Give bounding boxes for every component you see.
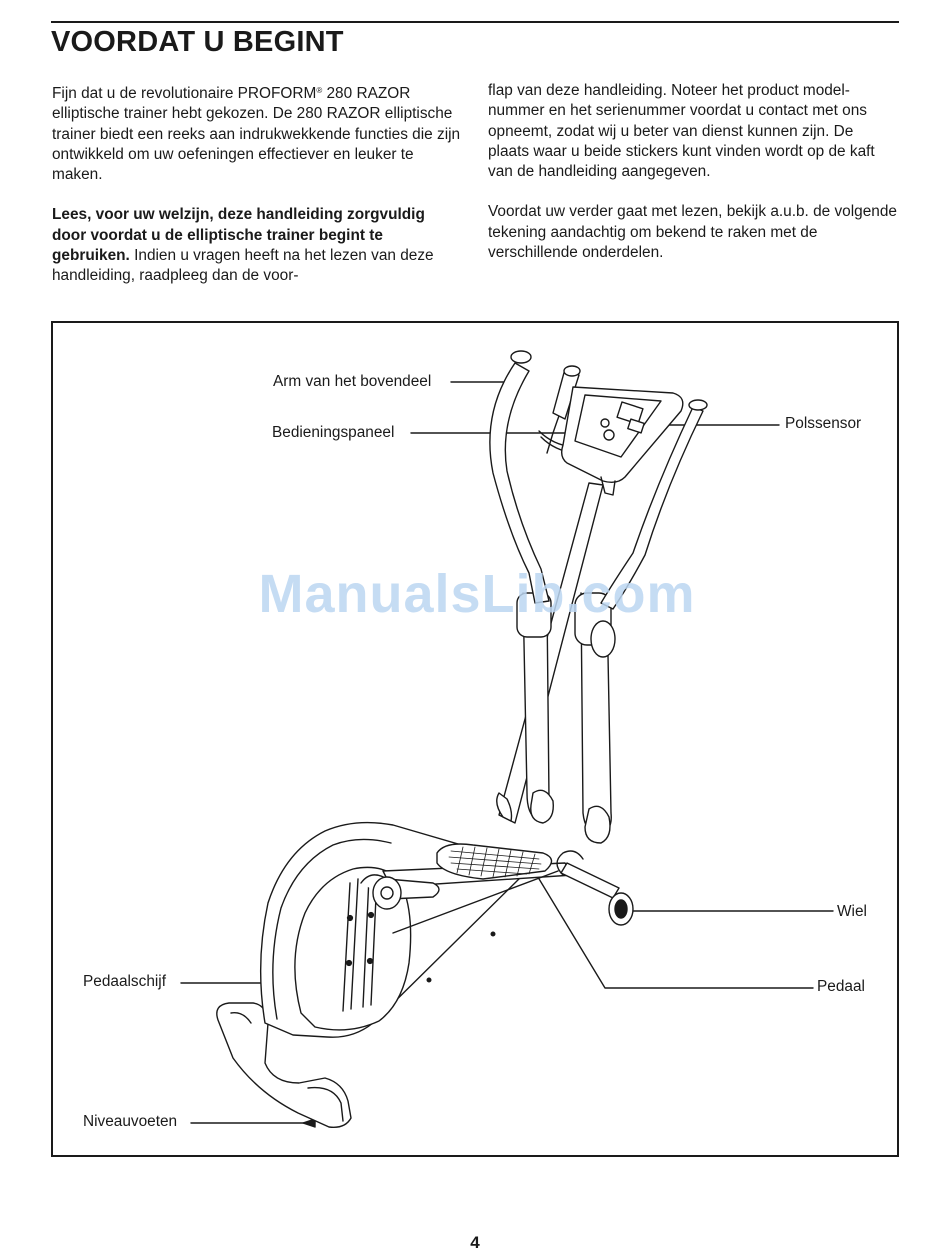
label-console: Bedieningspaneel [272,424,395,441]
page-number: 4 [470,1233,480,1252]
intro-paragraph-3: Voordat uw verder gaat met lezen, bekijk… [488,203,897,262]
label-pulse-sensor: Polssensor [785,415,862,432]
elliptical-trainer-illustration [180,350,834,1128]
intro-paragraph-1: Fijn dat u de revolutionaire PROFORM® 28… [52,81,462,185]
registered-mark: ® [316,86,323,95]
label-pedal: Pedaal [817,978,865,995]
label-wheel: Wiel [837,903,867,920]
top-rule [51,21,899,23]
intro-text: 280 RAZOR elliptische trainer hebt gekoz… [52,85,461,184]
text-column-left: Fijn dat u de revolutionaire PROFORM® 28… [52,81,462,307]
intro-text: Fijn dat u de revolutionaire PROFORM [52,85,317,102]
label-upper-arm: Arm van het bovendeel [273,373,432,390]
intro-paragraph-2-start: Lees, voor uw welzijn, deze handleiding … [52,205,462,286]
label-leveling-feet: Niveauvoeten [83,1113,178,1130]
intro-paragraph-2-end: flap van deze handleiding. Noteer het pr… [488,82,875,181]
intro-text-continued: Indien u vragen heeft na het lezen van d… [52,247,434,285]
parts-diagram: ManualsLib.com Arm van het bovendeel Bed… [51,321,899,1157]
label-flywheel: Pedaalschijf [83,973,166,990]
page-title: VOORDAT U BEGINT [51,26,344,58]
text-column-right: flap van deze handleiding. Noteer het pr… [488,81,898,283]
leader-pedal [526,858,814,989]
warning-text: Lees, voor uw welzijn, deze handleiding … [52,206,425,265]
